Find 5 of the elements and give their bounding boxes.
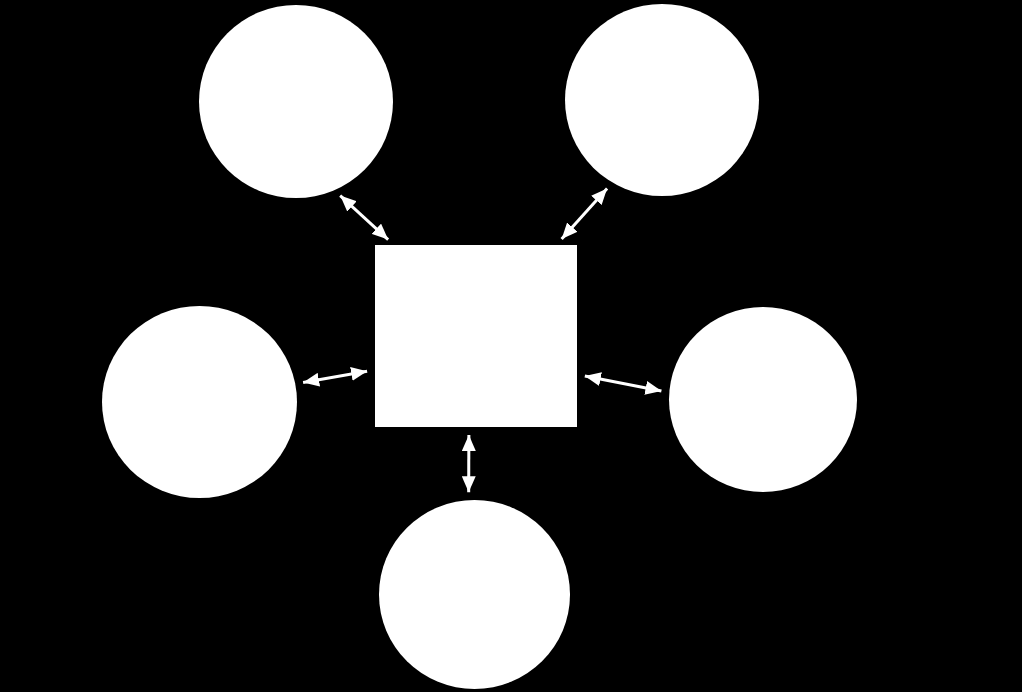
double-arrow — [560, 187, 609, 241]
double-arrow — [584, 372, 662, 395]
double-arrow — [302, 367, 368, 387]
double-arrow — [461, 435, 476, 493]
double-arrow — [339, 194, 390, 241]
